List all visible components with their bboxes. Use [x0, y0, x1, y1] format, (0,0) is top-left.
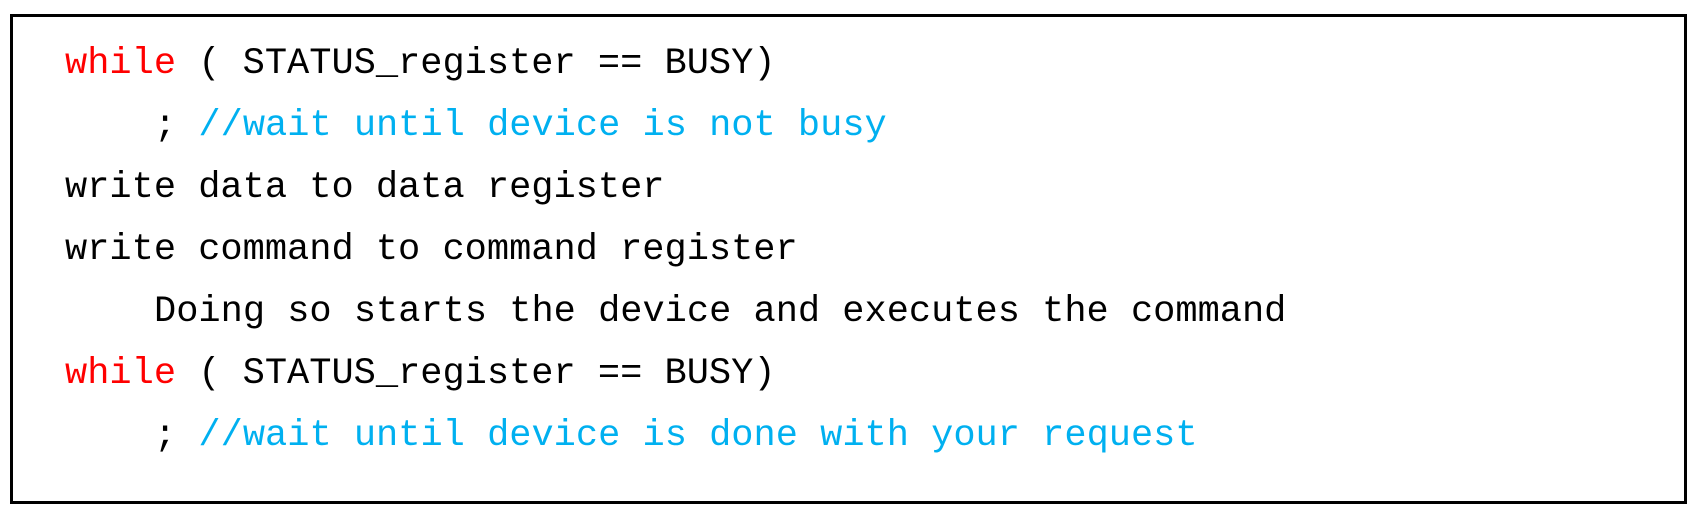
code-line-5: Doing so starts the device and executes …: [154, 290, 1286, 334]
code-text: ;: [154, 415, 199, 457]
code-text: Doing so starts the device and executes …: [154, 291, 1287, 333]
keyword-while: while: [65, 43, 177, 85]
code-text: write command to command register: [65, 229, 798, 271]
code-line-7: ; //wait until device is done with your …: [154, 414, 1198, 458]
code-line-3: write data to data register: [65, 166, 665, 210]
code-comment: //wait until device is not busy: [198, 105, 887, 147]
keyword-while: while: [65, 353, 177, 395]
code-line-2: ; //wait until device is not busy: [154, 104, 887, 148]
code-text: write data to data register: [65, 167, 665, 209]
code-comment: //wait until device is done with your re…: [198, 415, 1198, 457]
code-text: ( STATUS_register == BUSY): [176, 353, 776, 395]
code-block: while ( STATUS_register == BUSY) ; //wai…: [10, 14, 1687, 504]
code-line-4: write command to command register: [65, 228, 798, 272]
code-line-6: while ( STATUS_register == BUSY): [65, 352, 776, 396]
code-text: ;: [154, 105, 199, 147]
code-line-1: while ( STATUS_register == BUSY): [65, 42, 776, 86]
code-text: ( STATUS_register == BUSY): [176, 43, 776, 85]
